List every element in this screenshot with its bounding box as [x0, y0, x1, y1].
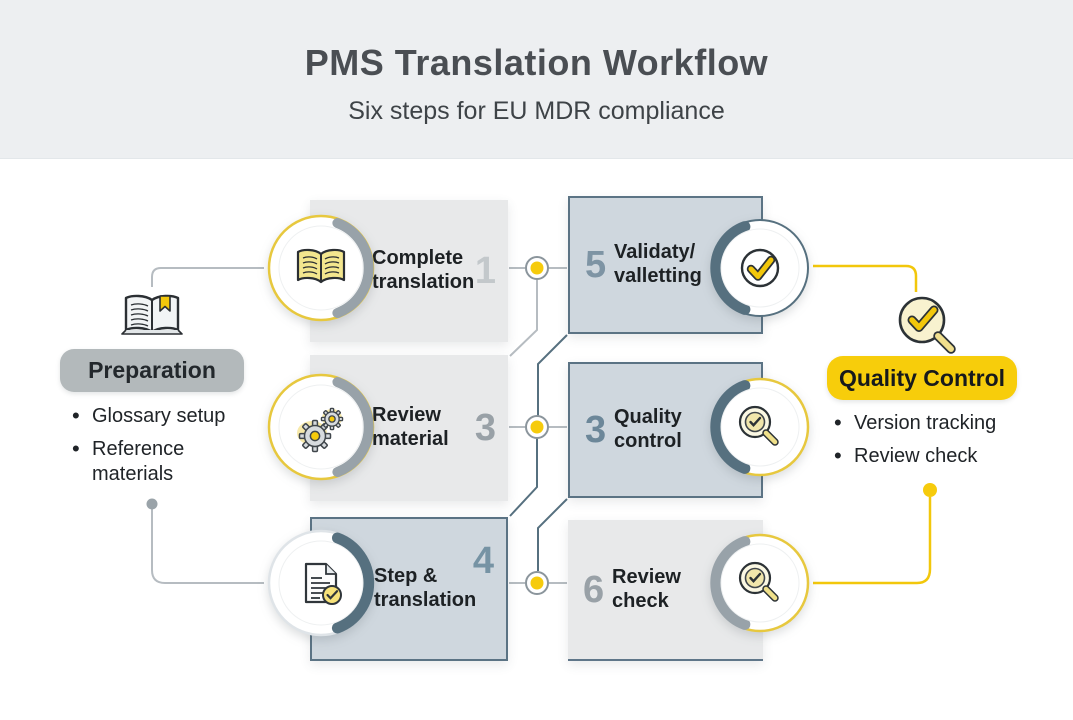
preparation-label: Preparation: [60, 349, 244, 392]
card-title: Review check: [612, 565, 681, 612]
step-circle-5: [710, 219, 809, 317]
magnifier-check-icon: [898, 296, 956, 354]
step-number: 5: [585, 244, 607, 286]
document-check-icon: [304, 562, 342, 605]
step-number: 4: [472, 540, 494, 582]
step-number: 6: [583, 568, 605, 611]
step-circle-1: [267, 214, 375, 322]
bullet-item: Glossary setup: [72, 403, 228, 430]
gears-icon: [297, 407, 344, 453]
preparation-bullet-list: Glossary setup Reference materials: [72, 403, 228, 495]
bullet-item: Reference materials: [72, 436, 228, 486]
step-number: 3: [585, 409, 607, 451]
step-number: 3: [474, 407, 496, 449]
bullet-item: Review check: [834, 443, 1049, 470]
bullet-item: Version tracking: [834, 410, 1049, 437]
page-title: PMS Translation Workflow: [304, 42, 769, 83]
step-circle-3: [267, 529, 375, 637]
quality-control-label: Quality Control: [827, 356, 1017, 400]
gray-node-dot: [146, 498, 158, 510]
magnifier-check-icon: [738, 405, 779, 446]
dark-connectors: [509, 334, 568, 571]
step-number: 1: [474, 250, 496, 292]
card-title: Review material: [372, 404, 449, 450]
card-title: Validaty/ valletting: [614, 241, 702, 287]
step-circle-6: [710, 533, 810, 633]
yellow-node-dot: [923, 483, 937, 497]
check-circle-icon: [740, 248, 780, 288]
magnifier-check-icon: [738, 561, 779, 602]
step-circle-3b: [710, 377, 810, 477]
card-title: Step & translation: [374, 565, 477, 611]
step-circle-2: [267, 373, 375, 481]
open-book-bookmark-icon: [121, 294, 183, 335]
card-title: Complete translation: [372, 247, 475, 293]
page-subtitle: Six steps for EU MDR compliance: [348, 97, 725, 125]
quality-control-bullet-list: Version tracking Review check: [834, 410, 1049, 478]
open-book-icon: [296, 248, 346, 284]
timeline-dots: [525, 256, 549, 595]
header-band: PMS Translation Workflow Six steps for E…: [0, 0, 1073, 159]
card-title: Quality control: [614, 406, 682, 452]
